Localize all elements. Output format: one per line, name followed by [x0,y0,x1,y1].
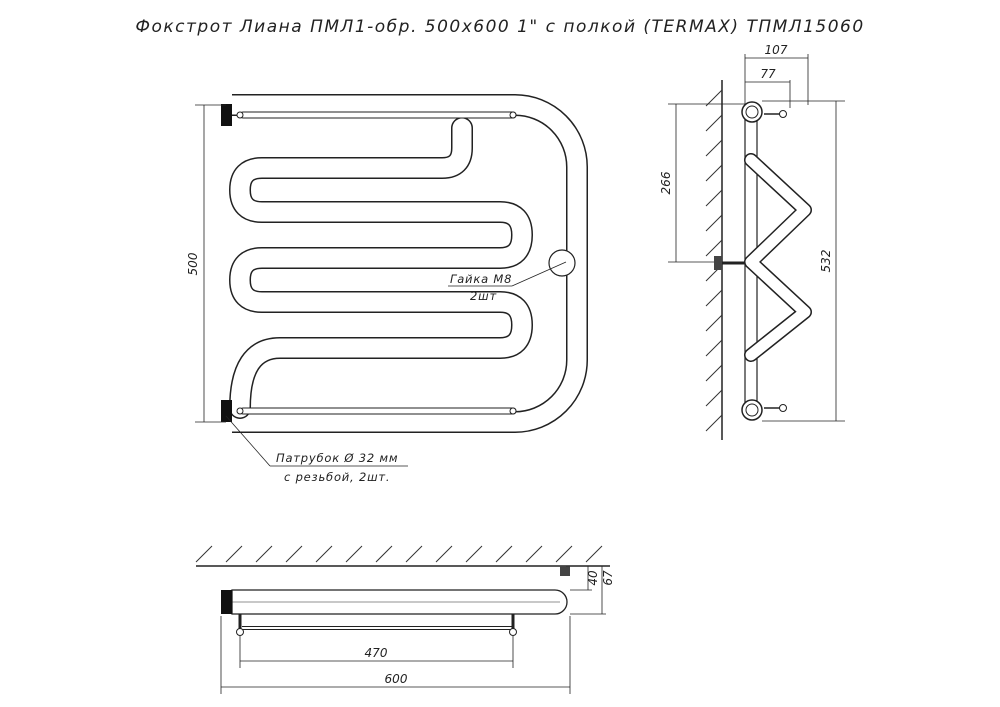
callout-nut: Гайка М8 2шт [448,261,567,303]
front-view [221,94,588,433]
drawing-title: Фокстрот Лиана ПМЛ1-обр. 500x600 1" с по… [135,17,864,37]
dimension-107-77: 107 77 [744,43,809,108]
svg-text:Гайка М8: Гайка М8 [450,272,512,286]
svg-text:107: 107 [765,43,788,57]
top-view [195,545,610,636]
svg-text:266: 266 [659,171,673,194]
svg-text:470: 470 [365,646,388,660]
nut-m8 [548,249,576,277]
svg-text:с резьбой, 2шт.: с резьбой, 2шт. [284,470,390,484]
dimension-532: 532 [762,100,845,422]
dimension-470: 470 [239,636,514,668]
dimension-600: 600 [220,616,571,694]
pipe-thread-top [221,104,232,126]
side-view [705,80,812,440]
svg-text:532: 532 [819,250,833,273]
dimension-40-67: 40 67 [566,565,615,615]
svg-text:Патрубок Ø 32 мм: Патрубок Ø 32 мм [276,451,398,465]
svg-text:600: 600 [385,672,408,686]
pipe-thread-bottom [221,400,232,422]
dimension-266: 266 [659,103,745,263]
svg-text:67: 67 [601,570,615,586]
callout-pipe: Патрубок Ø 32 мм с резьбой, 2шт. [225,415,408,484]
svg-text:500: 500 [186,252,200,275]
svg-text:2шт: 2шт [470,289,497,303]
svg-text:77: 77 [760,67,776,81]
dimension-500: 500 [186,104,226,423]
svg-text:40: 40 [586,570,600,586]
